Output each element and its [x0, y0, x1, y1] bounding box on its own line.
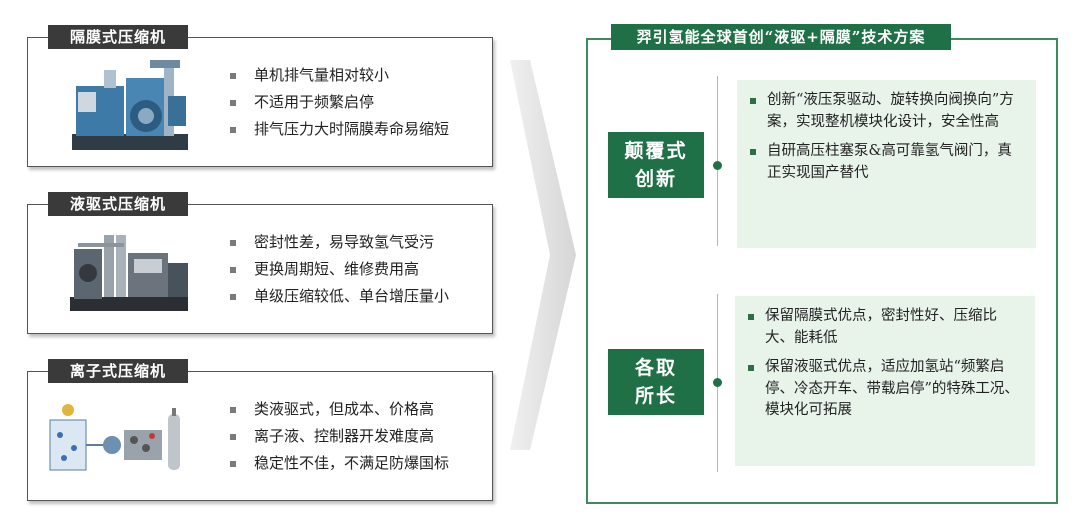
card-title: 液驱式压缩机 — [48, 192, 189, 216]
label-line: 所长 — [634, 385, 677, 407]
label-line: 创新 — [634, 168, 677, 190]
bullet-item: 单机排气量相对较小 — [226, 62, 449, 89]
diaphragm-compressor-machine-icon — [72, 60, 188, 150]
card-bullets: 密封性差，易导致氢气受污 更换周期短、维修费用高 单级压缩较低、单台增压量小 — [226, 229, 449, 310]
card-title: 隔膜式压缩机 — [48, 25, 189, 49]
hydraulic-compressor-machine-icon — [70, 235, 188, 311]
connector-dot — [713, 378, 722, 387]
card-bullets: 类液驱式，但成本、价格高 离子液、控制器开发难度高 稳定性不佳，不满足防爆国标 — [226, 396, 449, 477]
compressor-card-ionic: 离子式压缩机 类液驱式，但成本、价格高 离子液、控制器开发难度高 稳定性不佳，不… — [27, 359, 493, 501]
bullet-item: 密封性差，易导致氢气受污 — [226, 229, 449, 256]
bullet-item: 单级压缩较低、单台增压量小 — [226, 283, 449, 310]
ionic-compressor-diagram-icon — [49, 404, 180, 471]
bullet-item: 类液驱式，但成本、价格高 — [226, 396, 449, 423]
solution-title: 羿引氢能全球首创“液驱+隔膜”技术方案 — [611, 24, 951, 50]
bullet-item: 保留液驱式优点，适应加氢站“频繁启停、冷态开车、带载启停”的特殊工况、模块化可拓… — [747, 357, 1021, 422]
label-line: 各取 — [634, 357, 677, 379]
section-box-best-of-both: 保留隔膜式优点，密封性好、压缩比大、能耗低 保留液驱式优点，适应加氢站“频繁启停… — [735, 296, 1035, 466]
bullet-item: 自研高压柱塞泵&高可靠氢气阀门，真正实现国产替代 — [749, 141, 1022, 184]
bullet-item: 创新“液压泵驱动、旋转换向阀换向”方案，实现整机模块化设计，安全性高 — [749, 90, 1022, 133]
section-label-disruptive: 颠覆式 创新 — [608, 132, 704, 198]
bullet-item: 不适用于频繁启停 — [226, 89, 449, 116]
bullet-item: 离子液、控制器开发难度高 — [226, 423, 449, 450]
section-label-best-of-both: 各取 所长 — [608, 349, 704, 415]
card-bullets: 单机排气量相对较小 不适用于频繁启停 排气压力大时隔膜寿命易缩短 — [226, 62, 449, 143]
compressor-card-hydraulic: 液驱式压缩机 密封性差，易导致氢气受污 更换周期短、维修费用高 单级压缩较低、单… — [27, 192, 493, 334]
bullet-item: 排气压力大时隔膜寿命易缩短 — [226, 116, 449, 143]
bullet-item: 稳定性不佳，不满足防爆国标 — [226, 450, 449, 477]
section-box-disruptive: 创新“液压泵驱动、旋转换向阀换向”方案，实现整机模块化设计，安全性高 自研高压柱… — [737, 80, 1036, 248]
compressor-card-diaphragm: 隔膜式压缩机 单机排气量相对较小 不适用于频繁启停 排气压力大时隔膜寿命易缩短 — [27, 25, 493, 167]
bullet-item: 保留隔膜式优点，密封性好、压缩比大、能耗低 — [747, 306, 1021, 349]
connector-dot — [713, 161, 722, 170]
card-title: 离子式压缩机 — [48, 359, 189, 383]
bullet-item: 更换周期短、维修费用高 — [226, 256, 449, 283]
chevron-arrow-icon — [510, 60, 576, 450]
label-line: 颠覆式 — [624, 140, 688, 162]
